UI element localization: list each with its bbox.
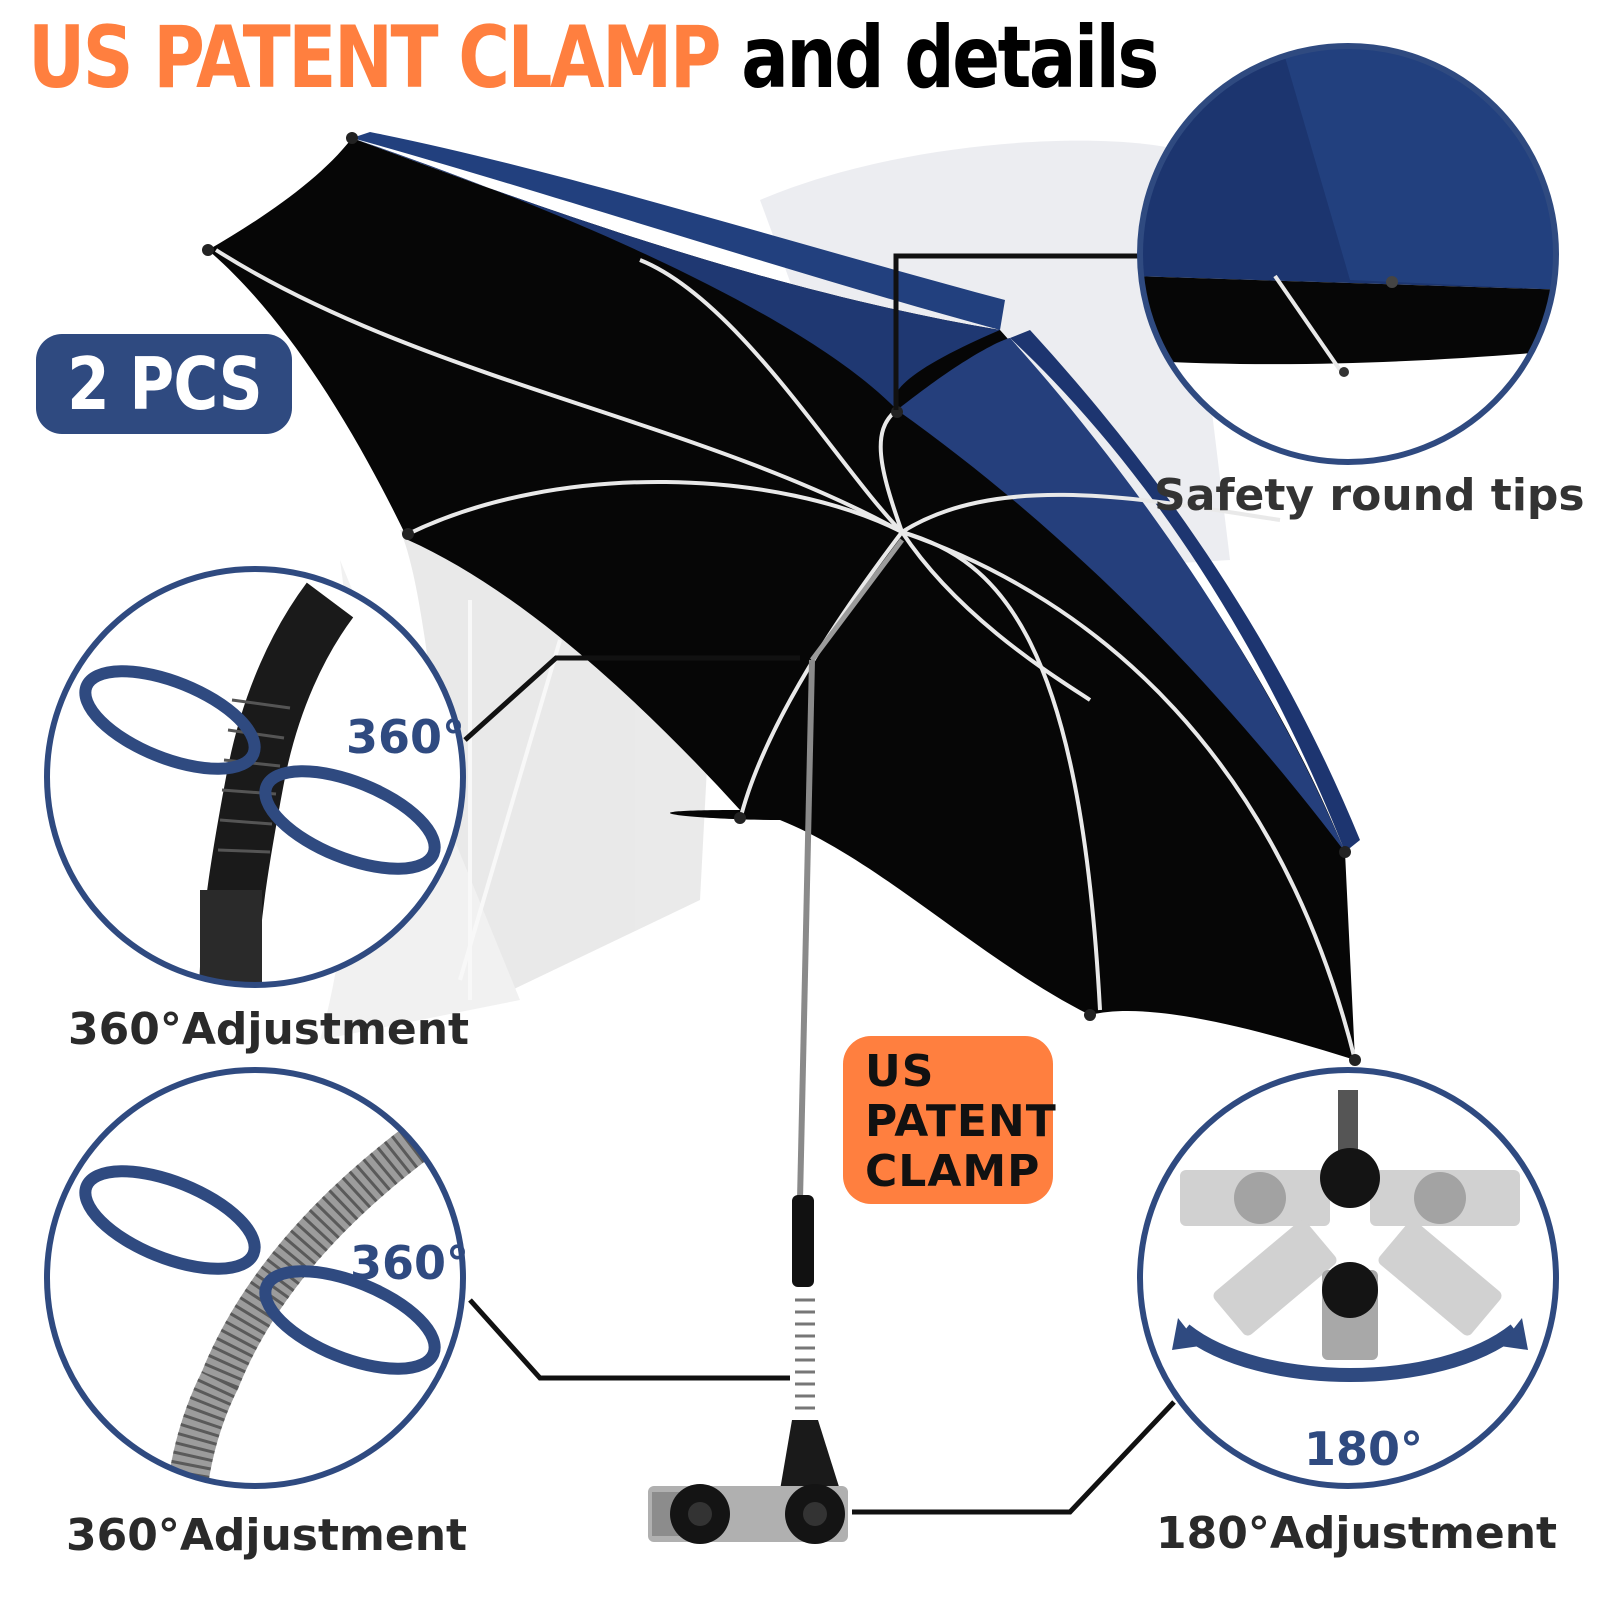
- umbrella-pole: [780, 538, 904, 1490]
- clamp-illustration: [648, 1484, 848, 1544]
- detail-circle-spring: [44, 1067, 466, 1489]
- patent-badge-line3: CLAMP: [865, 1146, 1041, 1197]
- caption-adjust-top-left: 360°Adjustment: [68, 1004, 470, 1055]
- patent-badge-line2: PATENT: [865, 1096, 1057, 1147]
- quantity-badge: 2 PCS: [36, 334, 292, 434]
- detail-circle-clamp: [1137, 1067, 1559, 1489]
- quantity-badge-text: 2 PCS: [66, 342, 262, 426]
- page-title: US PATENT CLAMP and details: [28, 8, 1159, 108]
- degree-label-top-left: 360°: [346, 710, 466, 764]
- patent-badge-line1: US: [865, 1046, 935, 1097]
- patent-clamp-badge: US PATENT CLAMP: [843, 1036, 1056, 1204]
- caption-safety-tips: Safety round tips: [1154, 470, 1585, 521]
- title-rest: and details: [741, 8, 1159, 108]
- title-accent: US PATENT CLAMP: [28, 8, 722, 108]
- degree-label-bottom-left: 360°: [350, 1236, 470, 1290]
- leader-lines: [463, 253, 1176, 1515]
- umbrella-canopy: [202, 132, 1361, 1066]
- detail-circle-gooseneck: [44, 566, 466, 988]
- degree-label-bottom-right: 180°: [1304, 1422, 1424, 1476]
- caption-adjust-bottom-left: 360°Adjustment: [66, 1510, 468, 1561]
- caption-adjust-bottom-right: 180°Adjustment: [1156, 1508, 1558, 1559]
